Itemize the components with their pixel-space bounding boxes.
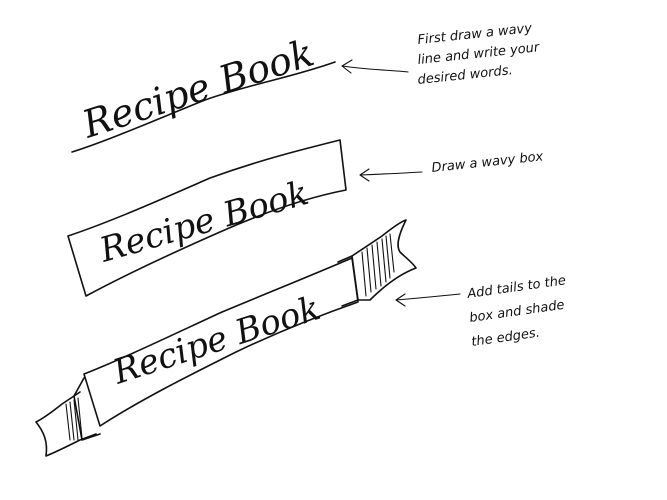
step-1-arrow (341, 59, 409, 74)
step-3-left-shading (65, 397, 83, 441)
step-2-wavy-box (67, 139, 347, 297)
step-3-arrow (395, 293, 461, 307)
step-3-right-shading (361, 233, 395, 297)
step-2-arrow (359, 168, 423, 182)
step-1-wavy-line (71, 61, 336, 153)
step-2-drawing: Recipe Book (67, 139, 347, 297)
step-1-note-line-3: desired words. (417, 63, 513, 88)
step-3-note: Add tails to the box and shade the edges… (395, 273, 567, 350)
step-2-note-line-1: Draw a wavy box (431, 149, 544, 176)
step-3-drawing: Recipe Book (35, 219, 417, 457)
step-3-banner-text: Recipe Book (107, 288, 325, 393)
step-3-left-fold (73, 377, 101, 441)
step-2-note: Draw a wavy box (359, 149, 544, 182)
step-3-note-line-2: box and shade (468, 298, 565, 326)
step-1-banner-text: Recipe Book (76, 31, 319, 147)
step-3-left-tail (35, 391, 97, 457)
step-1-drawing: Recipe Book (71, 31, 336, 153)
step-3-banner-body (83, 257, 359, 427)
step-3-note-line-1: Add tails to the (465, 273, 566, 302)
step-1-note: First draw a wavy line and write your de… (341, 21, 542, 88)
step-3-note-line-3: the edges. (470, 326, 540, 350)
step-3-right-tail (351, 219, 417, 301)
step-2-banner-text: Recipe Book (94, 173, 313, 271)
